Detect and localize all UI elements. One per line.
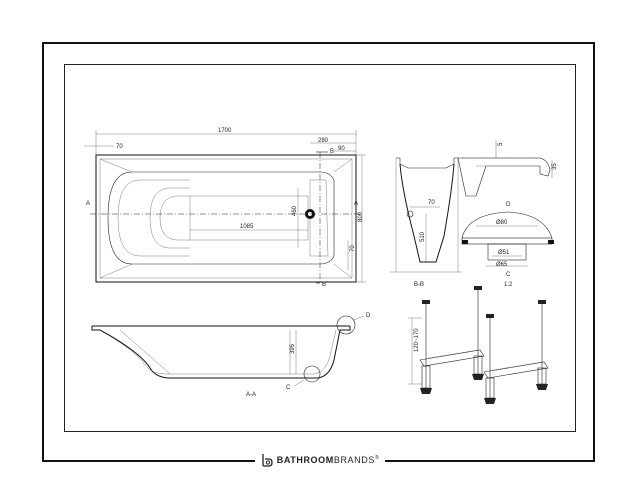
dim-90: 90 bbox=[338, 146, 345, 152]
detail-c-scale: 1:2 bbox=[504, 282, 513, 288]
bath-outer-rim bbox=[95, 154, 357, 283]
dim-c-51: Ø51 bbox=[498, 250, 510, 256]
dim-d-5: 5 bbox=[498, 142, 504, 146]
detail-c-view: Ø80 Ø51 Ø65 C 1:2 bbox=[461, 211, 554, 288]
leg-assembly: 120~170 bbox=[408, 286, 549, 404]
detail-d-label: D bbox=[506, 202, 511, 208]
section-a-right: A bbox=[354, 201, 358, 207]
b-logo-icon bbox=[262, 454, 273, 467]
dim-depth: 395 bbox=[290, 343, 296, 354]
bath-left-end bbox=[107, 171, 190, 265]
dim-460: 460 bbox=[292, 205, 298, 216]
waste-body bbox=[487, 243, 527, 261]
section-b-top: B bbox=[330, 149, 334, 155]
brand-name: BATHROOMBRANDS® bbox=[276, 455, 380, 465]
waste-icon bbox=[406, 210, 414, 218]
section-b-bottom: B bbox=[322, 282, 326, 288]
end-section-bb: 70 510 B-B bbox=[390, 157, 462, 288]
rim-section-profile bbox=[457, 157, 551, 197]
leg-rail-left bbox=[419, 349, 485, 367]
dim-inner-length: 1085 bbox=[240, 224, 254, 230]
dim-c-80: Ø80 bbox=[496, 220, 508, 226]
brand-footer: BATHROOMBRANDS® bbox=[0, 448, 640, 472]
detail-d-ref: D bbox=[366, 313, 371, 319]
dim-width: 800 bbox=[358, 211, 364, 222]
leg-rail-right bbox=[483, 361, 549, 379]
bath-side-profile bbox=[91, 326, 351, 379]
dim-left-offset: 70 bbox=[116, 144, 123, 150]
bath-basin-floor bbox=[189, 195, 309, 241]
dim-70-right: 70 bbox=[350, 245, 356, 252]
dim-bb-70: 70 bbox=[428, 200, 435, 206]
section-a-left: A bbox=[86, 201, 90, 207]
detail-d-callout bbox=[336, 315, 356, 335]
detail-c-callout bbox=[303, 365, 321, 383]
section-bb-label: B-B bbox=[414, 282, 424, 288]
dim-510: 510 bbox=[420, 231, 426, 242]
dim-overall-length: 1700 bbox=[218, 128, 232, 134]
detail-d-view: 5 35 D bbox=[457, 140, 558, 208]
detail-c-ref: C bbox=[286, 385, 291, 391]
detail-c-label: C bbox=[506, 272, 511, 278]
dim-leg-height: 120~170 bbox=[414, 328, 420, 352]
side-section-aa: D C 395 A-A bbox=[91, 313, 371, 398]
drawing-border bbox=[64, 64, 576, 432]
plan-view: 1700 70 280 90 800 460 1085 70 A A B B bbox=[84, 128, 366, 288]
waste-section-profile bbox=[461, 211, 553, 239]
section-aa-label: A-A bbox=[246, 392, 256, 398]
dim-c-65: Ø65 bbox=[496, 262, 508, 268]
dim-d-35: 35 bbox=[552, 163, 558, 170]
bath-end-profile bbox=[399, 163, 455, 263]
dim-280: 280 bbox=[318, 138, 329, 144]
